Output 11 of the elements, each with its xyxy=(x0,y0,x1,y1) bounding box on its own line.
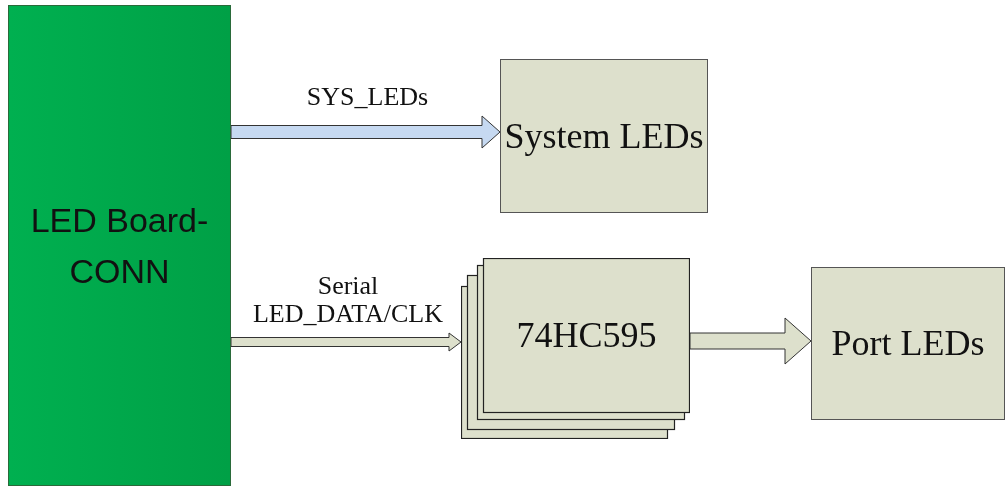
block-label: Port LEDs xyxy=(831,322,985,366)
chip-stack xyxy=(461,258,690,439)
chip-label: 74HC595 xyxy=(516,314,657,358)
block-label: LED Board-CONN xyxy=(29,199,210,292)
led-block xyxy=(811,267,1005,420)
connector-block xyxy=(8,5,231,486)
block-arrow xyxy=(689,317,812,365)
block-arrow xyxy=(230,115,501,149)
block-label: System LEDs xyxy=(504,114,704,158)
block-arrow xyxy=(230,332,462,352)
led-block xyxy=(500,59,708,213)
